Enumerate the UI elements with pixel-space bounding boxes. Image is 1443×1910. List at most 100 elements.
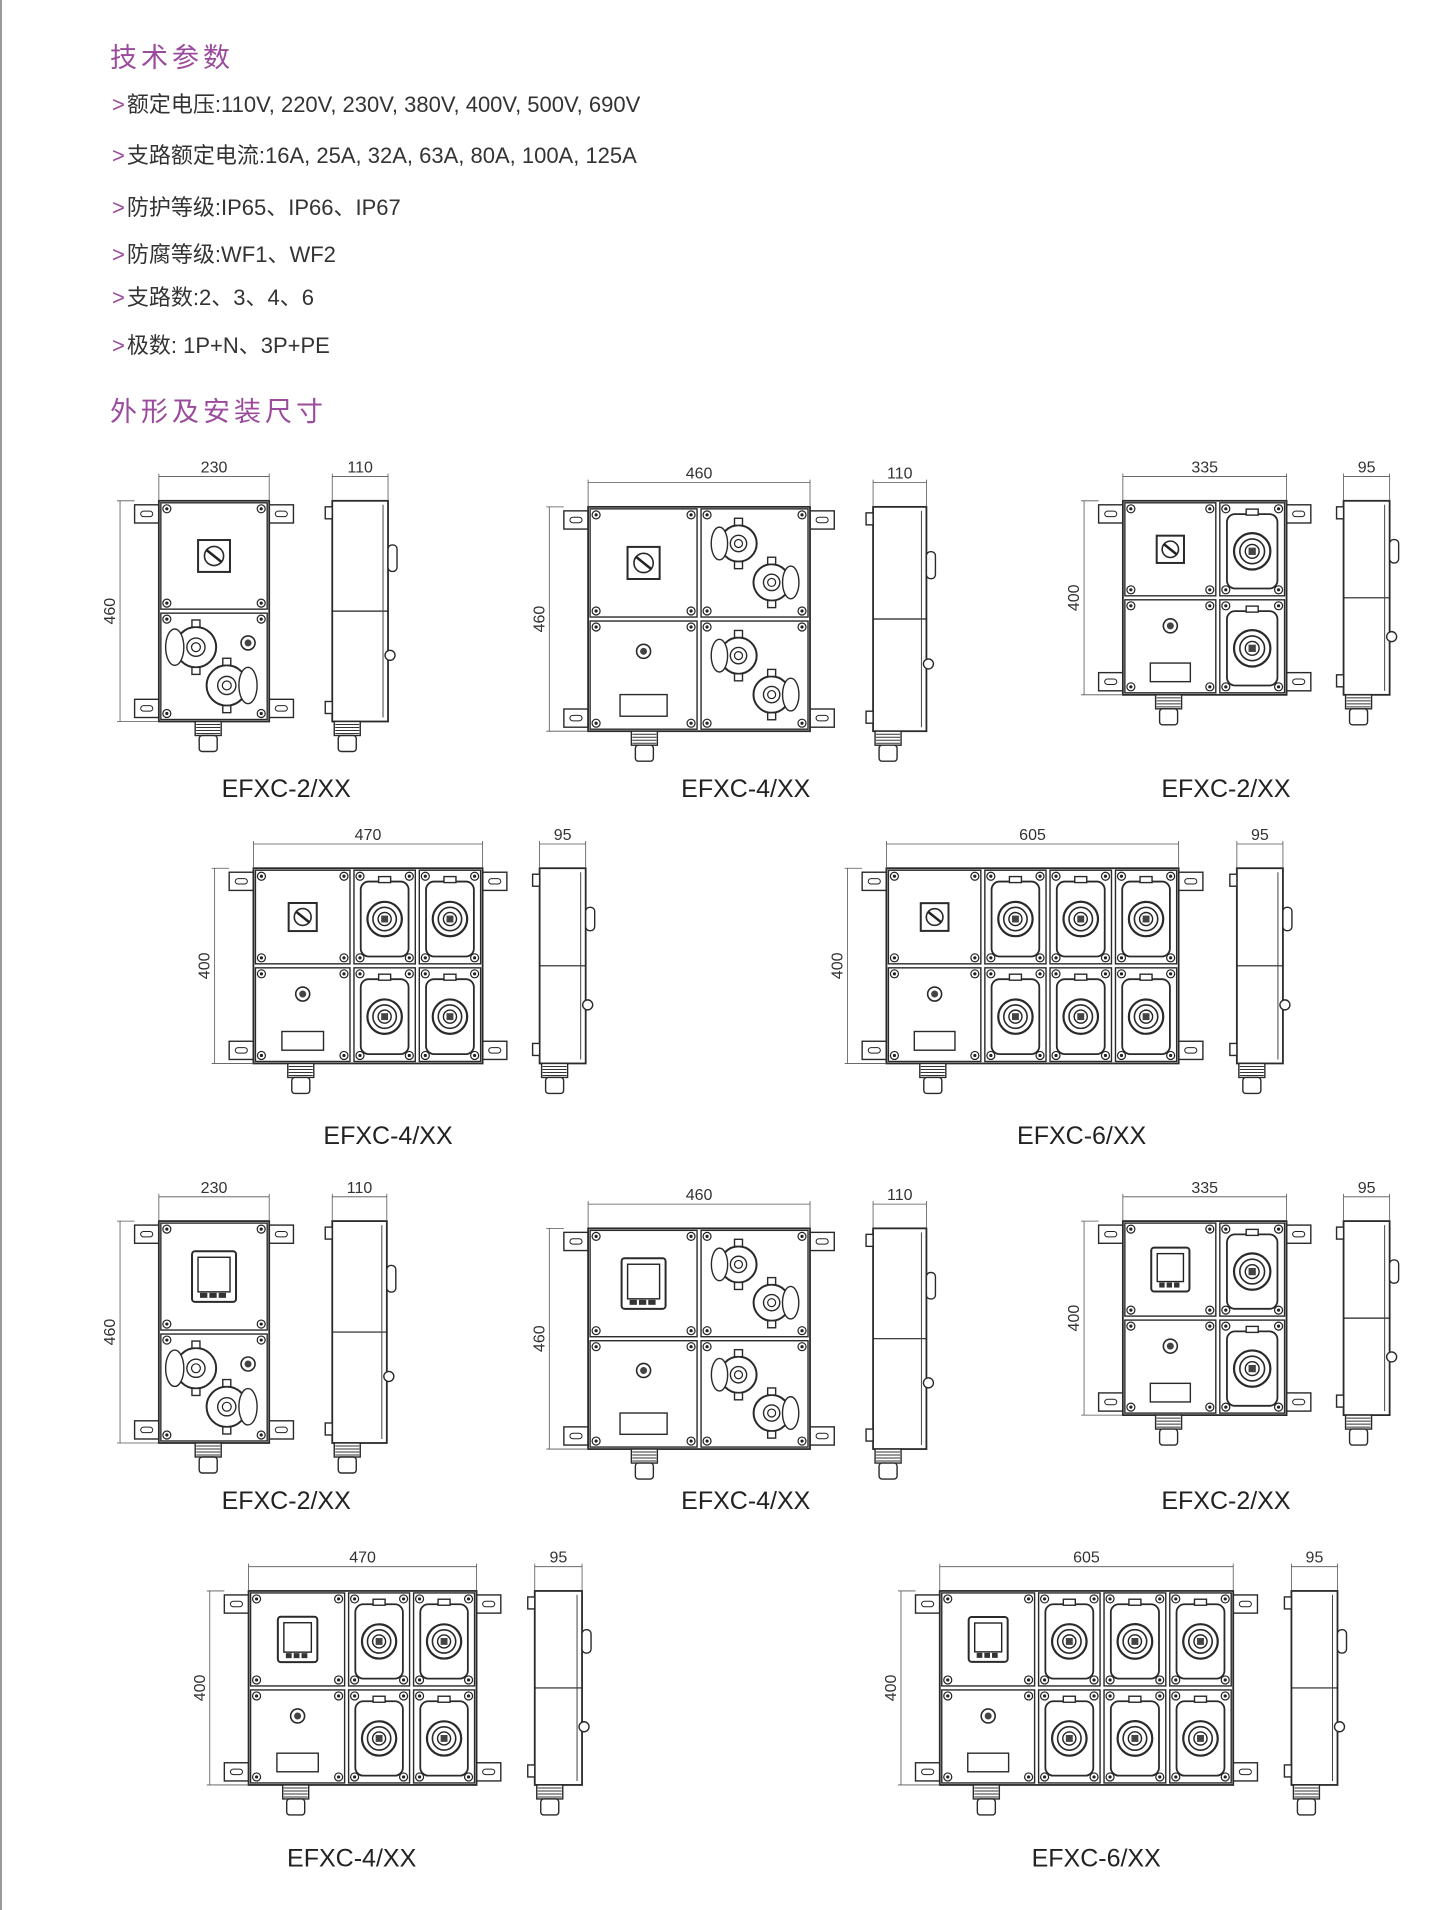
model-label: EFXC-4/XX xyxy=(287,1845,417,1873)
mounting-lug xyxy=(914,1594,941,1614)
round-socket-icon xyxy=(164,1340,218,1397)
spec-protection-grade: >防护等级:IP65、IP66、IP67 xyxy=(112,195,401,220)
mounting-lug xyxy=(1097,671,1124,692)
round-socket-icon xyxy=(752,1387,800,1439)
square-socket-icon xyxy=(419,1598,469,1680)
panel-indicator-plate xyxy=(1124,1319,1217,1414)
panel-square-socket xyxy=(412,1592,476,1687)
panel-square-socket xyxy=(1219,599,1286,694)
panel-square-socket xyxy=(1114,869,1178,965)
indicator-light-icon xyxy=(289,1708,306,1724)
mounting-lug xyxy=(223,1762,250,1782)
panel-switch xyxy=(887,869,982,965)
nameplate xyxy=(1149,1382,1192,1403)
cable-gland-icon xyxy=(874,730,902,762)
side-knob xyxy=(1388,1259,1400,1284)
panel-switch xyxy=(589,508,698,618)
round-socket-icon xyxy=(752,668,800,721)
mounting-lug xyxy=(481,871,508,892)
panel-round-sockets-indicator xyxy=(160,612,268,721)
depth-dimension-label: 95 xyxy=(1251,827,1269,844)
nameplate xyxy=(1149,662,1192,683)
square-socket-icon xyxy=(354,1695,404,1777)
depth-dimension-label: 95 xyxy=(554,827,572,844)
square-socket-icon xyxy=(359,973,410,1055)
mounting-lug xyxy=(1177,871,1204,892)
mounting-lug xyxy=(228,1040,255,1061)
front-view xyxy=(563,1227,835,1480)
mounting-lug xyxy=(223,1594,250,1614)
panel-square-socket xyxy=(1219,502,1286,597)
side-view xyxy=(1283,1590,1348,1816)
front-view xyxy=(563,505,835,762)
front-view xyxy=(914,1590,1259,1816)
mounting-lug xyxy=(268,1224,295,1244)
spec-branch-current: >支路额定电流:16A, 25A, 32A, 63A, 80A, 100A, 1… xyxy=(112,143,637,168)
model-label: EFXC-2/XX xyxy=(222,775,352,803)
depth-dimension-label: 110 xyxy=(887,466,913,483)
rotary-switch-icon xyxy=(626,545,661,580)
cable-gland-icon xyxy=(333,720,361,753)
page-edge-line xyxy=(0,0,2,1910)
mounting-lug xyxy=(133,504,160,524)
square-socket-icon xyxy=(359,875,410,958)
side-view xyxy=(865,1227,937,1480)
mounting-lug xyxy=(133,698,160,719)
mounting-lug xyxy=(563,708,589,728)
height-dimension-label: 400 xyxy=(1066,1305,1083,1332)
panel-indicator-plate xyxy=(589,620,698,730)
depth-dimension-label: 95 xyxy=(1358,1180,1376,1197)
indicator-light-icon xyxy=(294,986,311,1002)
nameplate xyxy=(619,1412,668,1435)
depth-dimension-label: 95 xyxy=(1358,460,1376,477)
side-knob xyxy=(386,1264,397,1293)
panel-square-socket xyxy=(1219,1222,1286,1317)
front-view xyxy=(228,867,508,1095)
round-socket-icon xyxy=(710,1238,758,1291)
square-socket-icon xyxy=(1055,973,1106,1055)
indicator-light-icon xyxy=(240,635,256,651)
square-socket-icon xyxy=(1055,875,1106,958)
indicator-light-icon xyxy=(980,1708,996,1724)
side-view xyxy=(527,1590,592,1816)
depth-dimension-label: 110 xyxy=(887,1187,913,1204)
bullet-icon: > xyxy=(112,242,125,267)
width-dimension-label: 605 xyxy=(1073,1550,1100,1567)
height-dimension-label: 460 xyxy=(531,606,548,633)
panel-round-sockets xyxy=(700,620,809,730)
square-socket-icon xyxy=(419,1695,469,1777)
panel-breaker xyxy=(589,1229,698,1338)
circuit-breaker-window-icon xyxy=(276,1615,319,1664)
model-label: EFXC-2/XX xyxy=(222,1487,352,1515)
side-knob xyxy=(387,544,398,573)
mounting-lug xyxy=(809,510,835,530)
model-label: EFXC-2/XX xyxy=(1161,775,1291,803)
depth-dimension-label: 110 xyxy=(347,460,373,477)
height-dimension-label: 400 xyxy=(1066,584,1083,611)
panel-square-socket xyxy=(1103,1592,1167,1687)
front-view xyxy=(133,499,295,753)
front-view xyxy=(1097,499,1312,726)
mounting-lug xyxy=(809,1426,835,1446)
mounting-lug xyxy=(1285,1392,1312,1412)
model-label: EFXC-4/XX xyxy=(323,1122,453,1150)
width-dimension-label: 470 xyxy=(355,827,382,844)
square-socket-icon xyxy=(1044,1695,1095,1777)
square-socket-icon xyxy=(990,973,1041,1055)
heading-dimensions: 外形及安装尺寸 xyxy=(110,397,327,427)
height-dimension-label: 400 xyxy=(197,952,214,979)
panel-square-socket xyxy=(353,869,416,965)
height-dimension-label: 460 xyxy=(531,1325,548,1352)
mounting-lug xyxy=(1232,1594,1259,1614)
height-dimension-label: 400 xyxy=(830,952,847,979)
mounting-lug xyxy=(563,510,589,530)
rotary-switch-icon xyxy=(287,901,318,933)
mounting-lug xyxy=(1097,1392,1124,1412)
panel-breaker xyxy=(941,1592,1036,1687)
panel-square-socket xyxy=(412,1689,476,1784)
panel-square-socket xyxy=(984,869,1047,965)
